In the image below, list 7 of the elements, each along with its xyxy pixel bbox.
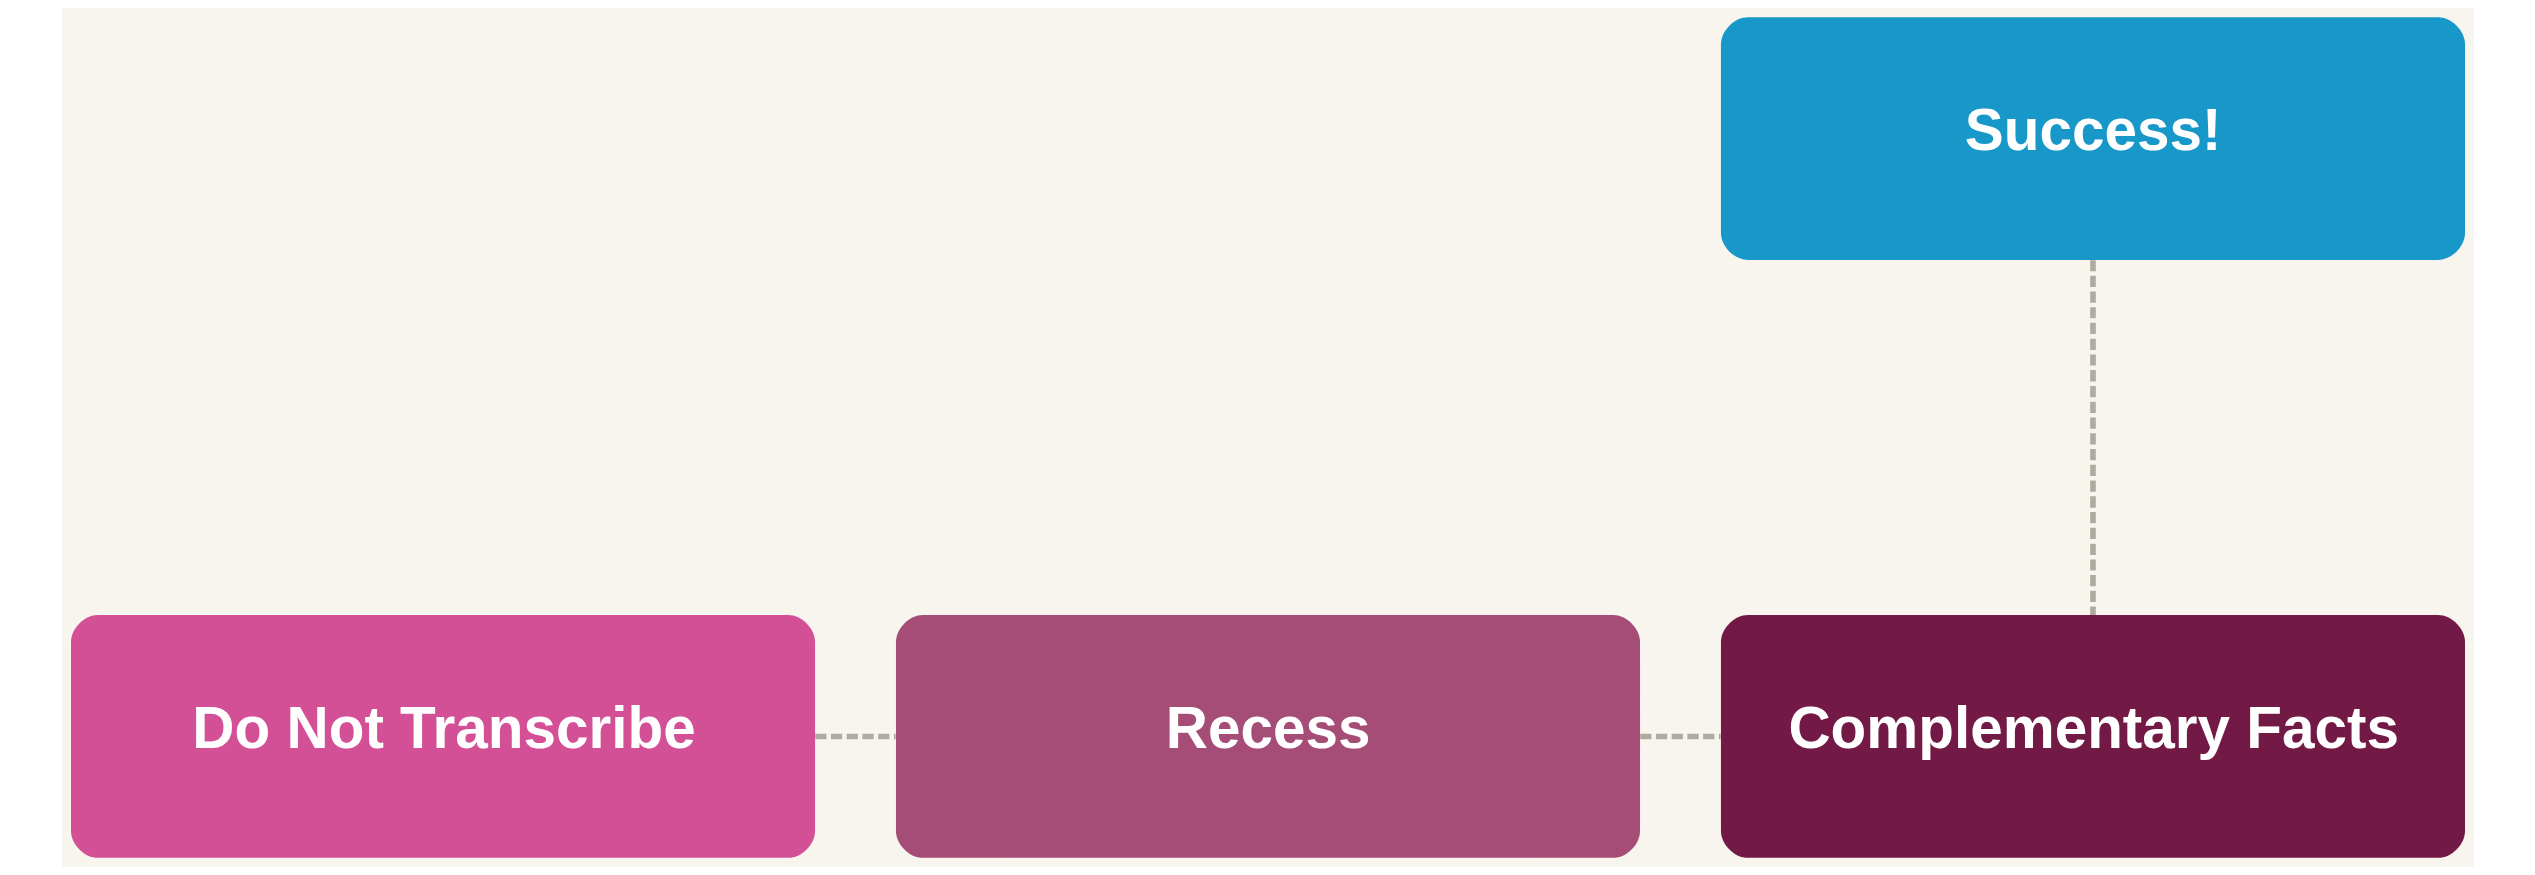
node-box: Complementary Facts — [1720, 615, 2465, 858]
connector — [1639, 733, 1721, 740]
node-box: Success! — [1720, 17, 2465, 260]
connector — [2089, 260, 2096, 616]
connector — [814, 733, 896, 740]
node-box: Recess — [895, 615, 1640, 858]
node-box: Do Not Transcribe — [70, 615, 815, 858]
